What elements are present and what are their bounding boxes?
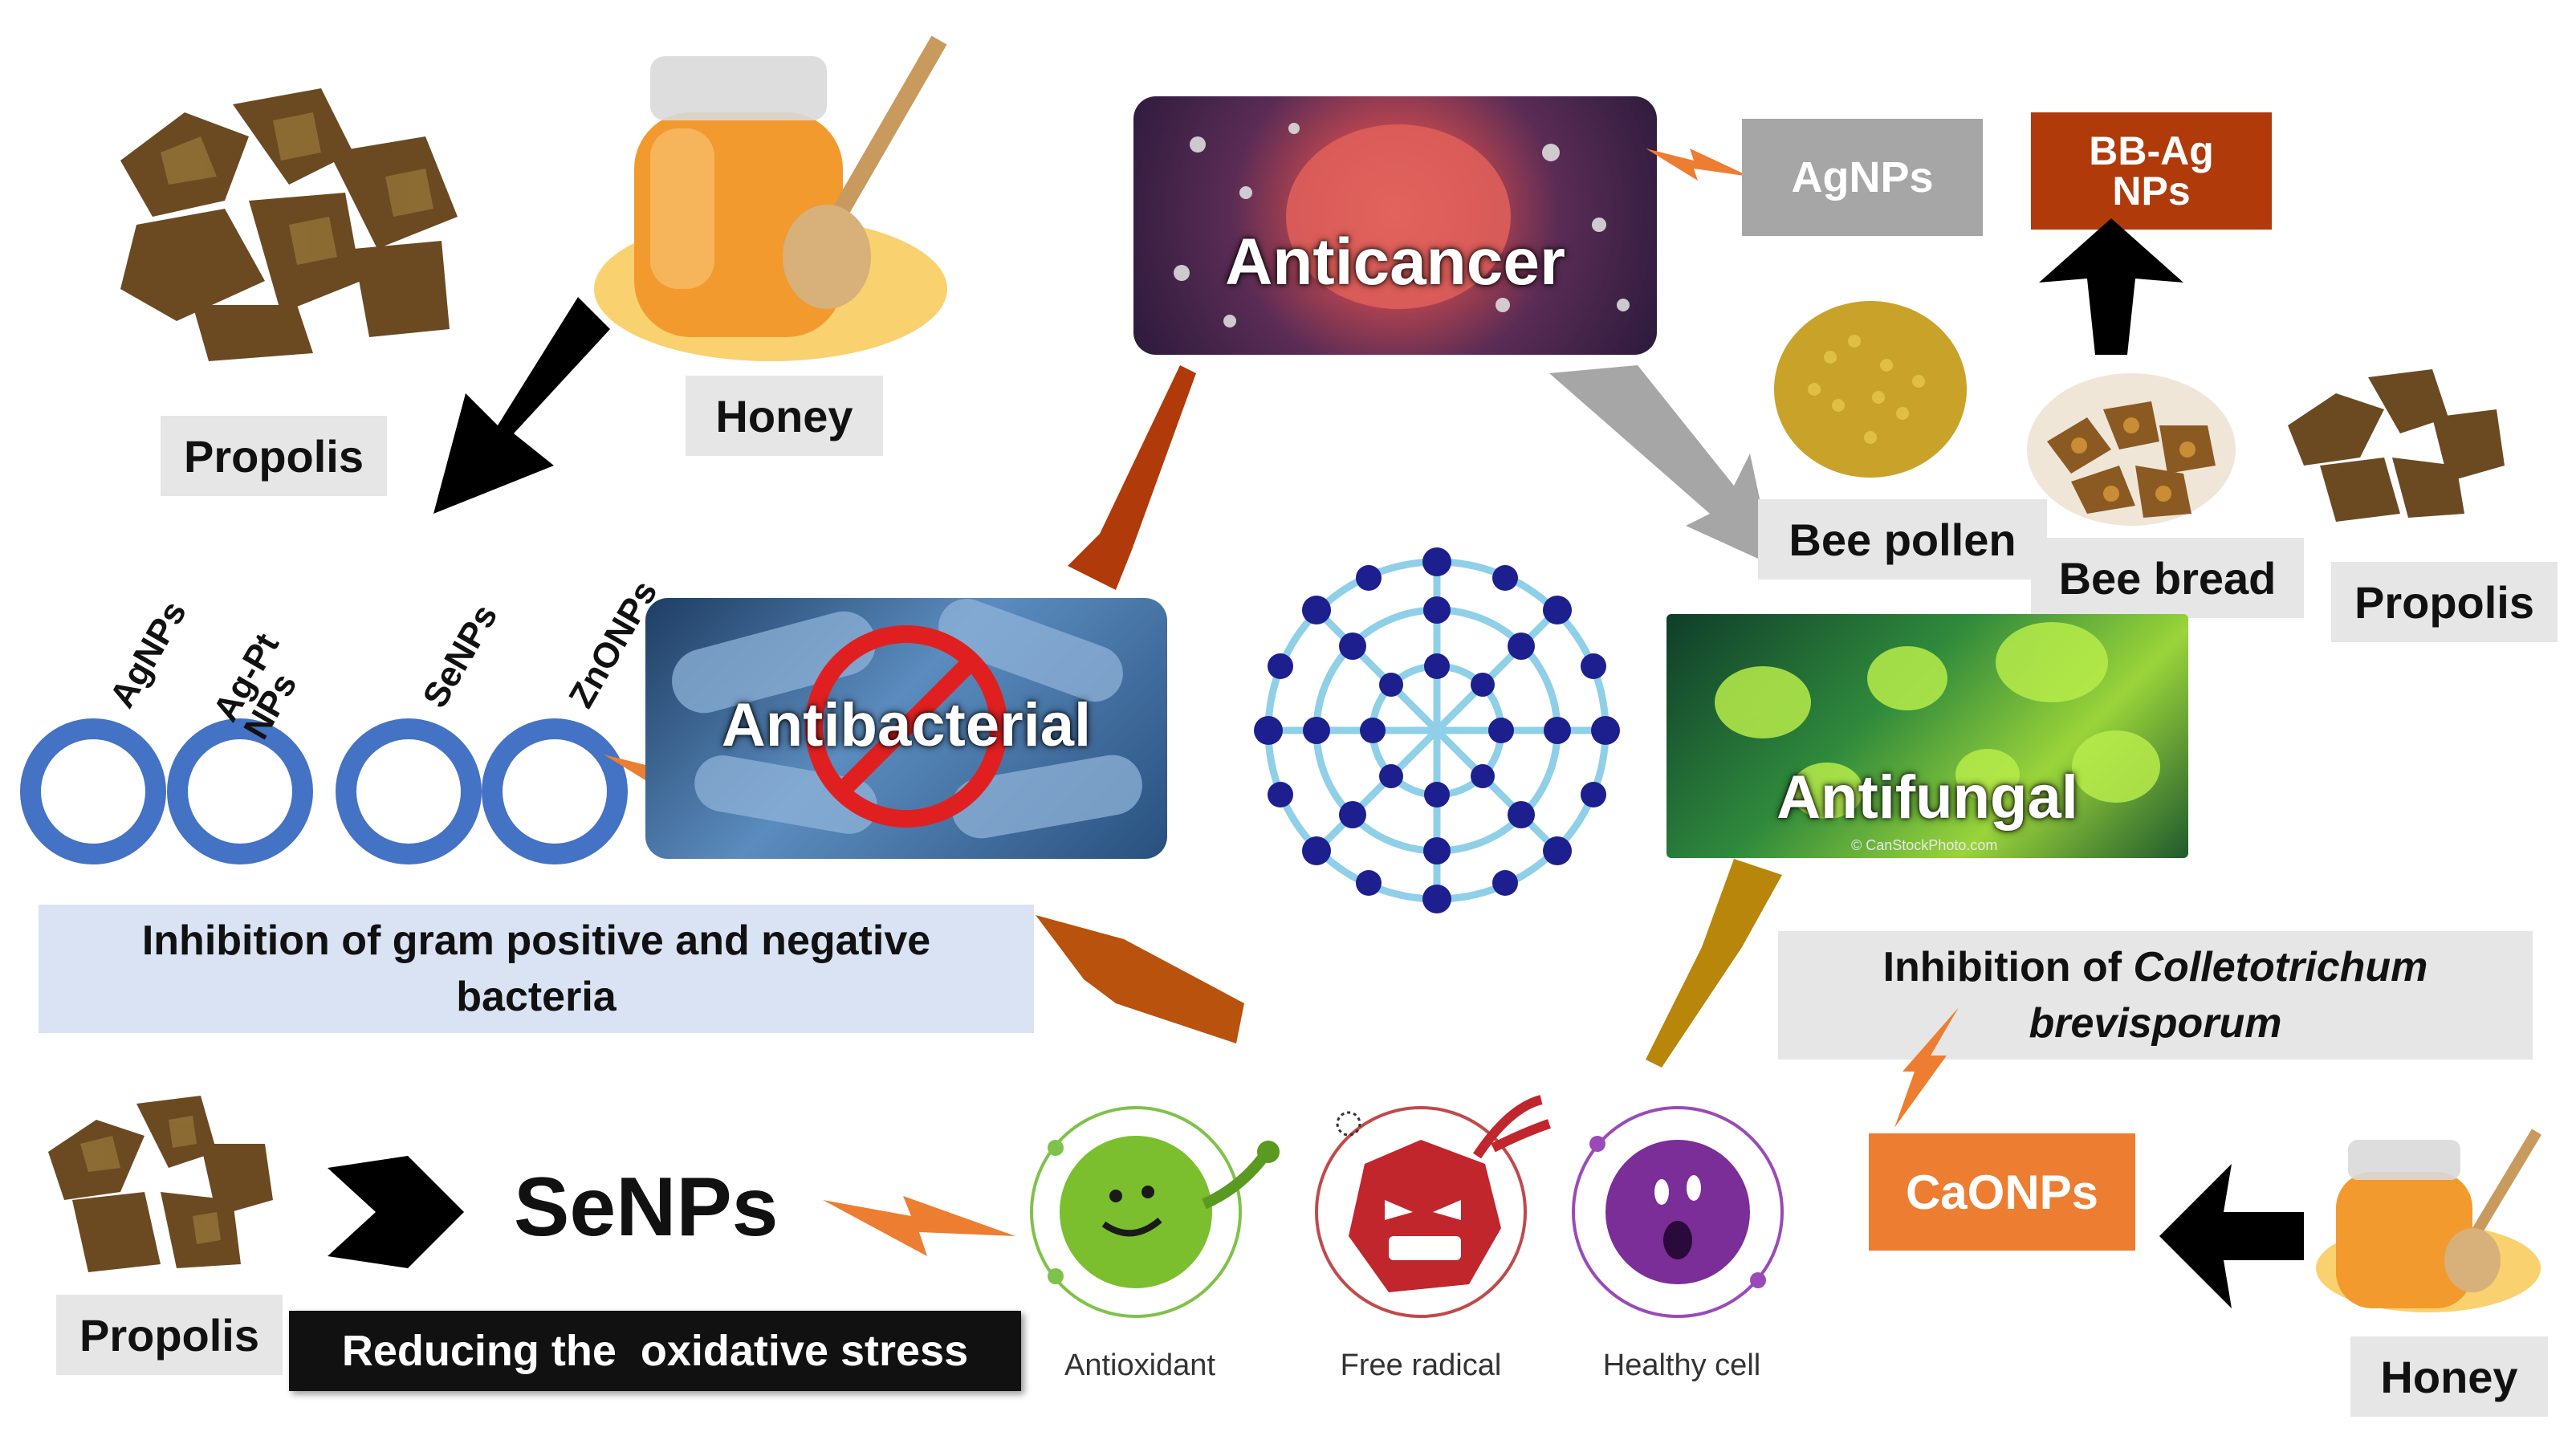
- antibacterial-title: Antibacterial: [721, 691, 1092, 759]
- bbag-nps-box: BB-Ag NPs: [2031, 112, 2272, 230]
- inhibition-colletotrichum-box: Inhibition of Colletotrichum brevisporum: [1778, 931, 2533, 1060]
- bee-bread-label: Bee bread: [2031, 538, 2304, 618]
- propolis-image-right: [2272, 345, 2513, 530]
- bee-bread-image: [2023, 361, 2240, 530]
- inhibition-colletotrichum-text: Inhibition of Colletotrichum brevisporum: [1826, 939, 2484, 1052]
- anticancer-title: Anticancer: [1225, 226, 1565, 299]
- antifungal-title: Antifungal: [1776, 763, 2078, 832]
- propolis-image-top: [88, 64, 474, 369]
- propolis-label-top: Propolis: [161, 416, 387, 496]
- lightning-caonps-inhibition: [1894, 1007, 1959, 1128]
- inhibition-prefix: Inhibition of: [1882, 943, 2134, 991]
- free-radical-caption: Free radical: [1340, 1348, 1502, 1382]
- black-arrow-honey-to-caonps: [2159, 1164, 2304, 1308]
- brown-arrow-to-inhibition: [1036, 915, 1244, 1043]
- anticancer-panel: Anticancer: [1133, 96, 1657, 355]
- antioxidant-caption: Antioxidant: [1064, 1348, 1215, 1382]
- honey-jar-image-bottom: [2312, 1124, 2545, 1316]
- red-arrow-antibacterial-to-anticancer: [1068, 365, 1196, 590]
- honey-jar-image-top: [586, 24, 955, 369]
- antifungal-credit: © CanStockPhoto.com: [1851, 837, 1998, 853]
- senps-ring: [336, 718, 482, 864]
- black-arrow-up: [2039, 218, 2183, 355]
- propolis-label-bottom: Propolis: [56, 1295, 283, 1375]
- fullerene-molecule-image: [1232, 530, 1642, 931]
- honey-label-bottom: Honey: [2350, 1336, 2548, 1417]
- caonps-box: CaONPs: [1869, 1133, 2135, 1251]
- ring-label-senps: SeNPs: [415, 597, 506, 714]
- bee-pollen-image: [1766, 293, 1975, 486]
- healthy-cell-image: [1565, 1096, 1790, 1328]
- antioxidant-cell-image: [1023, 1092, 1296, 1332]
- gold-arrow-healthy-to-antifungal: [1646, 859, 1782, 1068]
- inhibition-gram-box: Inhibition of gram positive and negative…: [39, 905, 1034, 1033]
- reducing-oxidative-stress-box: Reducing the oxidative stress: [289, 1311, 1021, 1391]
- antibacterial-panel: Antibacterial: [645, 598, 1167, 859]
- lightning-anticancer-agnps: [1646, 148, 1750, 181]
- honey-label-top: Honey: [686, 376, 883, 456]
- gray-arrow-to-bee-pollen: [1549, 365, 1774, 566]
- ag-pt-nps-ring: [167, 718, 313, 864]
- lightning-antioxidant-senps: [823, 1196, 1015, 1256]
- senps-big-label: SeNPs: [514, 1161, 779, 1254]
- inhibition-species: Colletotrichum brevisporum: [2029, 943, 2428, 1047]
- propolis-image-bottom: [32, 1080, 289, 1288]
- bee-pollen-label: Bee pollen: [1758, 499, 2047, 580]
- propolis-label-right: Propolis: [2331, 562, 2558, 642]
- agnps-box: AgNPs: [1742, 119, 1983, 236]
- agnps-ring: [20, 718, 166, 864]
- black-arrow-top-left: [433, 297, 610, 514]
- black-arrow-propolis-to-senps: [328, 1156, 464, 1268]
- free-radical-cell-image: [1300, 1076, 1565, 1332]
- healthy-cell-caption: Healthy cell: [1602, 1348, 1761, 1382]
- ring-label-agnps: AgNPs: [102, 594, 194, 714]
- antifungal-panel: Antifungal © CanStockPhoto.com: [1666, 614, 2188, 858]
